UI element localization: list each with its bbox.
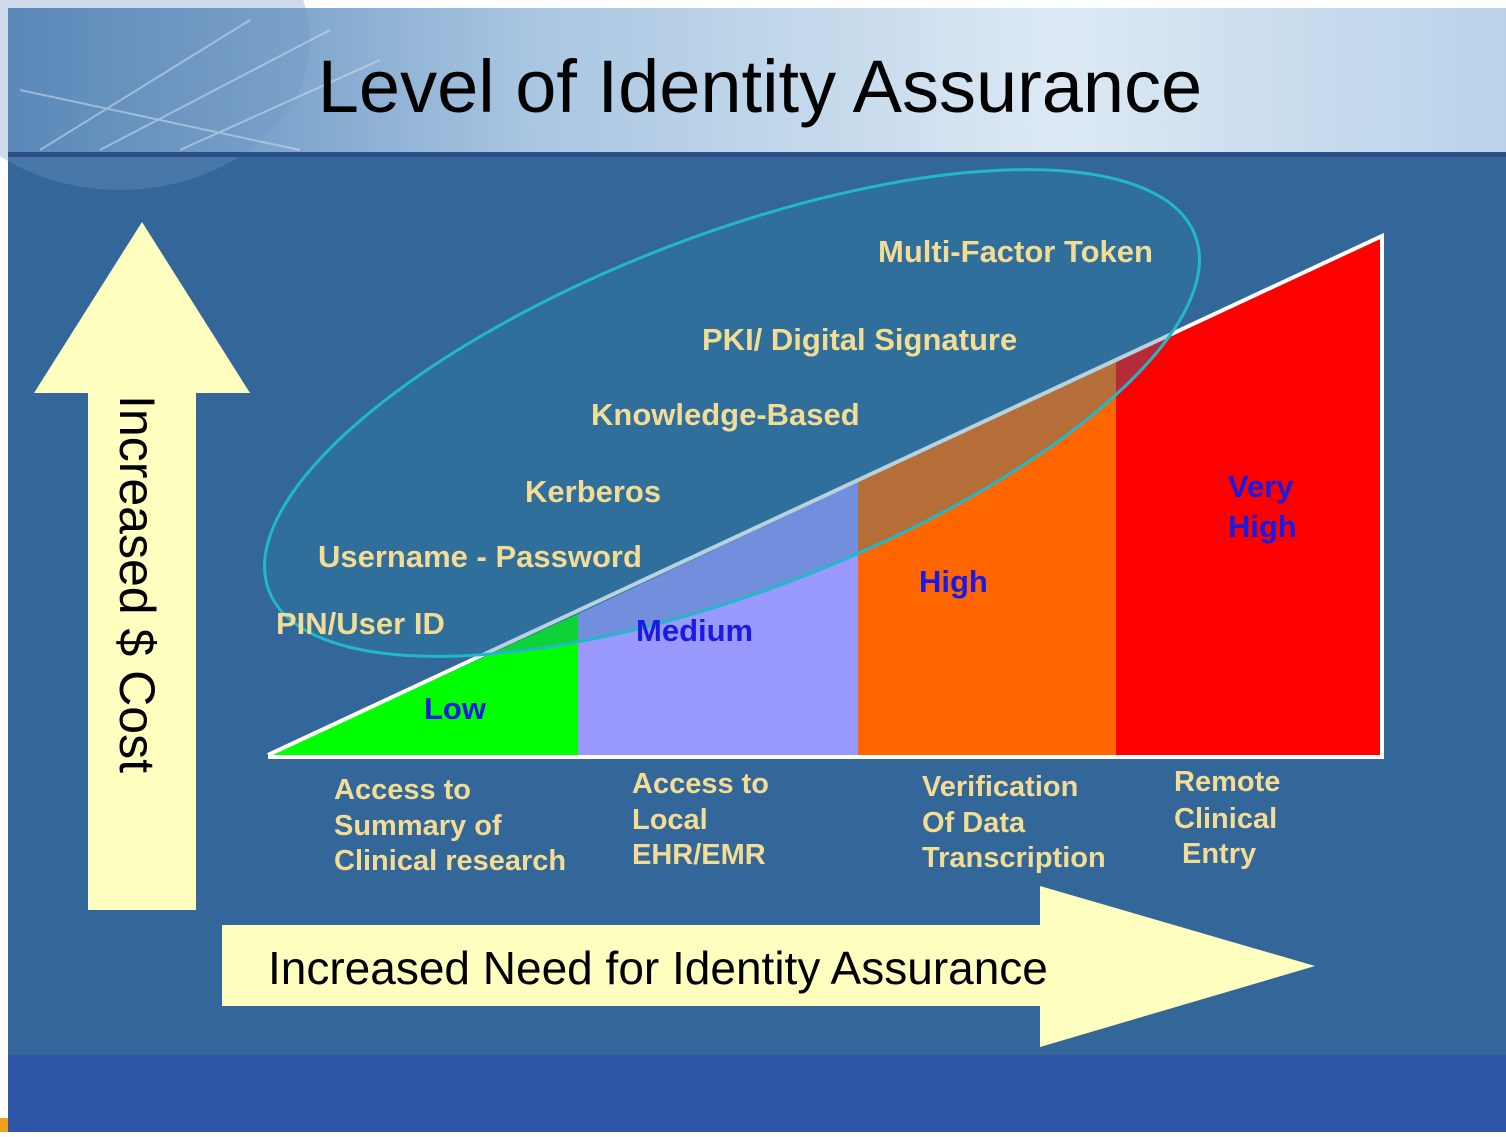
header-banner — [0, 0, 1506, 190]
use-case-line: Access to — [334, 774, 471, 806]
use-case-line: Summary of — [334, 810, 502, 842]
use-case-line: Transcription — [922, 842, 1106, 874]
level-label-low: Low — [424, 691, 487, 726]
slide-title: Level of Identity Assurance — [318, 45, 1202, 128]
auth-method-pin: PIN/User ID — [276, 606, 445, 641]
use-case-line: Entry — [1182, 838, 1256, 870]
level-segment-medium — [578, 482, 858, 755]
auth-method-kerberos: Kerberos — [525, 474, 661, 509]
x-axis-label: Increased Need for Identity Assurance — [268, 942, 1048, 994]
auth-method-knowledge-based: Knowledge-Based — [591, 397, 860, 432]
use-case-ehr-emr: Access to Local EHR/EMR — [632, 768, 769, 871]
use-case-line: Local — [632, 804, 708, 836]
auth-method-pki: PKI/ Digital Signature — [702, 322, 1017, 357]
use-case-line: EHR/EMR — [632, 839, 766, 871]
use-case-clinical-research: Access to Summary of Clinical research — [334, 774, 566, 877]
use-case-data-transcription: Verification Of Data Transcription — [922, 771, 1106, 874]
level-segment-very-high — [1116, 236, 1382, 755]
use-case-line: Remote — [1174, 766, 1280, 798]
level-label-high: High — [919, 564, 988, 599]
use-case-remote-clinical-entry: Remote Clinical Entry — [1174, 766, 1280, 870]
use-case-line: Of Data — [922, 807, 1026, 839]
corner-mark — [0, 1118, 8, 1132]
level-label-very-high-line2: High — [1228, 509, 1297, 544]
auth-methods-ellipse — [263, 168, 1201, 658]
auth-method-multi-factor: Multi-Factor Token — [878, 234, 1153, 269]
level-label-medium: Medium — [636, 613, 753, 648]
level-label-very-high-line1: Very — [1228, 469, 1294, 504]
auth-method-username-password: Username - Password — [318, 539, 642, 574]
footer-band — [8, 1055, 1506, 1132]
wedge-outline — [267, 232, 1384, 759]
use-case-line: Verification — [922, 771, 1078, 803]
use-case-line: Clinical — [1174, 803, 1277, 835]
cost-arrow — [34, 222, 250, 910]
level-segment-high — [858, 362, 1116, 755]
use-case-line: Clinical research — [334, 845, 566, 877]
need-arrow — [222, 886, 1315, 1047]
y-axis-label: Increased $ Cost — [109, 395, 165, 773]
use-case-line: Access to — [632, 768, 769, 800]
